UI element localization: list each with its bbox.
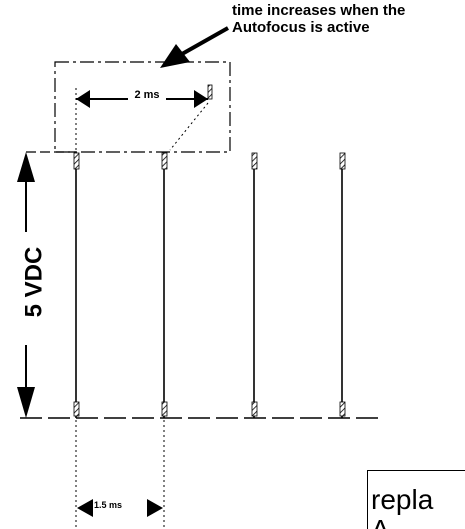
pulse-3 [251, 152, 258, 418]
pulse-1 [73, 152, 80, 418]
annotation-line-1: time increases when the [232, 2, 406, 19]
cropped-text-line-2: A [371, 513, 390, 529]
period-dimension [75, 84, 213, 151]
voltage-dimension [17, 152, 35, 418]
autofocus-annotation: time increases when the Autofocus is act… [232, 2, 464, 36]
annotation-line-2: Autofocus is active [232, 19, 370, 36]
detail-box [54, 61, 231, 153]
pulse-width-label: 1.5 ms [93, 500, 123, 510]
pulse-2 [161, 152, 168, 418]
cropped-text-line-1: repla [371, 484, 434, 515]
pulse-dimension [75, 420, 165, 529]
period-label: 2 ms [134, 89, 160, 101]
pulse-4 [339, 152, 346, 418]
voltage-label: 5 VDC [20, 246, 47, 318]
voltage-label-wrap: 5 VDC [2, 232, 66, 332]
cropped-text-box [367, 470, 465, 529]
